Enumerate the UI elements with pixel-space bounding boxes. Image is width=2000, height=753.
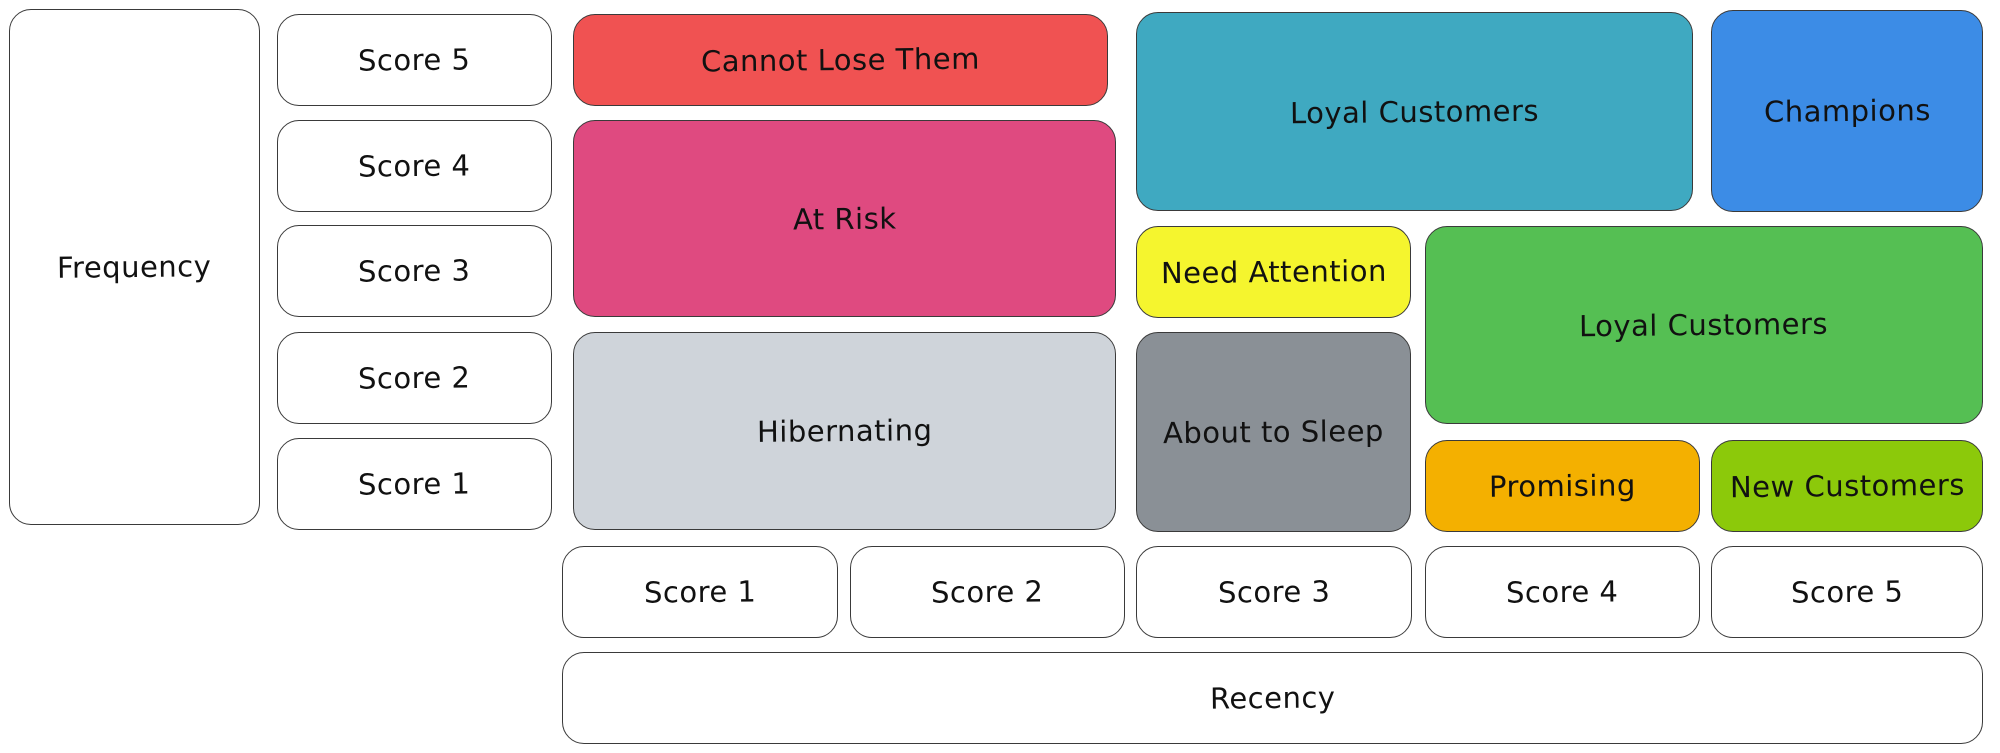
- segment-hibernating-label: Hibernating: [756, 413, 933, 449]
- recency-score-2-label: Score 2: [931, 574, 1044, 610]
- frequency-score-5: Score 5: [277, 14, 552, 106]
- recency-score-5-label: Score 5: [1790, 574, 1904, 610]
- frequency-axis-label: Frequency: [9, 9, 260, 525]
- recency-score-2: Score 2: [850, 546, 1125, 638]
- frequency-score-4-label: Score 4: [358, 148, 471, 184]
- recency-score-5: Score 5: [1711, 546, 1983, 638]
- segment-loyal-customers-top-label: Loyal Customers: [1289, 93, 1540, 130]
- recency-score-4-label: Score 4: [1506, 574, 1619, 610]
- frequency-score-3-label: Score 3: [358, 253, 471, 289]
- segment-champions-label: Champions: [1763, 93, 1931, 129]
- segment-need-attention: Need Attention: [1136, 226, 1411, 318]
- frequency-score-3: Score 3: [277, 225, 552, 317]
- segment-need-attention-label: Need Attention: [1160, 253, 1387, 291]
- segment-loyal-customers-mid-label: Loyal Customers: [1579, 306, 1829, 344]
- segment-at-risk: At Risk: [573, 120, 1116, 317]
- frequency-score-4: Score 4: [277, 120, 552, 212]
- recency-score-3: Score 3: [1136, 546, 1412, 638]
- frequency-score-2-label: Score 2: [358, 360, 471, 396]
- segment-about-to-sleep-label: About to Sleep: [1162, 413, 1385, 451]
- segment-hibernating: Hibernating: [573, 332, 1116, 530]
- segment-new-customers-label: New Customers: [1729, 467, 1965, 505]
- segment-cannot-lose-them-label: Cannot Lose Them: [700, 41, 981, 79]
- frequency-score-5-label: Score 5: [358, 42, 471, 78]
- recency-score-1: Score 1: [562, 546, 838, 638]
- segment-promising-label: Promising: [1488, 468, 1637, 504]
- segment-about-to-sleep: About to Sleep: [1136, 332, 1411, 532]
- segment-loyal-customers-mid: Loyal Customers: [1425, 226, 1983, 424]
- recency-axis-label: Recency: [562, 652, 1983, 744]
- frequency-score-1: Score 1: [277, 438, 552, 530]
- segment-at-risk-label: At Risk: [792, 200, 897, 237]
- segment-champions: Champions: [1711, 10, 1983, 212]
- frequency-axis-text: Frequency: [57, 249, 212, 285]
- recency-axis-text: Recency: [1209, 680, 1336, 716]
- segment-promising: Promising: [1425, 440, 1700, 532]
- frequency-score-2: Score 2: [277, 332, 552, 424]
- recency-score-1-label: Score 1: [643, 574, 757, 610]
- segment-new-customers: New Customers: [1711, 440, 1983, 532]
- segment-loyal-customers-top: Loyal Customers: [1136, 12, 1693, 211]
- segment-cannot-lose-them: Cannot Lose Them: [573, 14, 1108, 106]
- frequency-score-1-label: Score 1: [358, 466, 471, 502]
- recency-score-4: Score 4: [1425, 546, 1700, 638]
- recency-score-3-label: Score 3: [1217, 574, 1331, 610]
